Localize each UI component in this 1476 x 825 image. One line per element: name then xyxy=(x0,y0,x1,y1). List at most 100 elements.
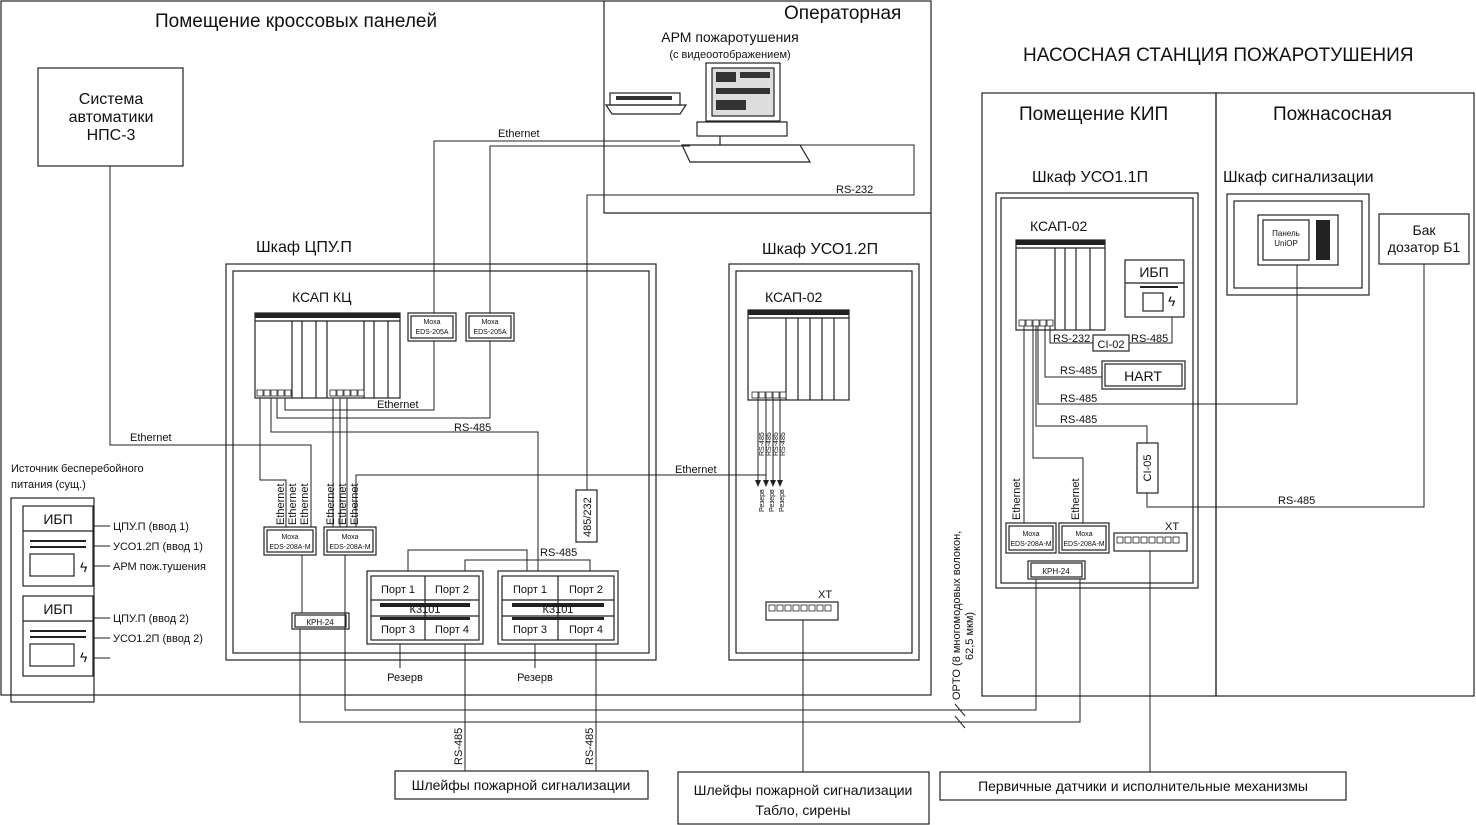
cabinet-uso12-title: Шкаф УСО1.2П xyxy=(762,241,878,258)
ups-title-line2: питания (сущ.) xyxy=(11,479,86,491)
k3101-b-port4: Порт 4 xyxy=(569,624,603,636)
rs485-uso12-3: RS-485 xyxy=(773,432,780,456)
krn24-uso11-label: КРН-24 xyxy=(1042,567,1070,576)
ethernet-uso11-1: Ethernet xyxy=(1011,478,1023,520)
moxa-208-b-brand: Moxa xyxy=(341,534,358,541)
tank-line2: дозатор Б1 xyxy=(1388,239,1461,255)
rs485-main-label: RS-485 xyxy=(454,422,491,434)
moxa-208-d xyxy=(1058,522,1110,554)
moxa-208-a-brand: Moxa xyxy=(281,534,298,541)
moxa-205-b-brand: Moxa xyxy=(481,319,498,326)
ibp-bolt-icon: ϟ xyxy=(1168,293,1176,309)
opto-label-2: 62,5 мкм) xyxy=(964,612,976,660)
cabinet-uso12 xyxy=(728,263,920,661)
moxa-205-a xyxy=(407,312,457,342)
tank-line1: Бак xyxy=(1412,222,1436,238)
rs485-down-b: RS-485 xyxy=(584,728,596,765)
moxa-208-c-model: EDS-208A-M xyxy=(1010,541,1051,548)
moxa-205-a-model: EDS-205A xyxy=(415,329,448,336)
arm-workstation-icon xyxy=(604,62,812,163)
k3101-a-port2: Порт 2 xyxy=(435,584,469,596)
uniop-line1: Панель xyxy=(1272,229,1300,238)
ethernet-vert-4: Ethernet xyxy=(325,483,337,525)
automation-line3: НПС-3 xyxy=(87,127,136,144)
moxa-205-a-brand: Moxa xyxy=(423,319,440,326)
automation-line2: автоматики xyxy=(69,109,154,126)
ethernet-vert-3: Ethernet xyxy=(299,483,311,525)
ups-2 xyxy=(22,595,94,677)
cabinet-uso11-title: Шкаф УСО1.1П xyxy=(1032,169,1148,186)
moxa-205-b xyxy=(465,312,515,342)
cabinet-uso11 xyxy=(995,192,1199,589)
ibp-uso11 xyxy=(1124,259,1185,318)
arm-subtitle: (с видеоотображением) xyxy=(669,49,790,61)
krn24-cpu xyxy=(291,612,350,630)
ups-feed1-1: УСО1.2П (ввод 1) xyxy=(113,541,203,553)
rs485-uso12-4: RS-485 xyxy=(780,432,787,456)
ups-feed2-0: ЦПУ.П (ввод 2) xyxy=(113,613,189,625)
ups-feed1-0: ЦПУ.П (ввод 1) xyxy=(113,521,189,533)
room-operator xyxy=(603,1,931,214)
opto-label-1: OPTO (8 многомодовых волокон, xyxy=(951,531,963,700)
primary-sensors-label: Первичные датчики и исполнительные механ… xyxy=(978,778,1308,794)
ethernet-uso12-label: Ethernet xyxy=(675,464,717,476)
uniop-line2: UniOP xyxy=(1274,239,1298,248)
ups-feed2-1: УСО1.2П (ввод 2) xyxy=(113,633,203,645)
cabinet-cpu xyxy=(225,263,657,661)
ksap02-uso11-label: КСАП-02 xyxy=(1030,218,1087,234)
ethernet-vert-6: Ethernet xyxy=(349,483,361,525)
k3101-b-port2: Порт 2 xyxy=(569,584,603,596)
xt-uso12-label: ХТ xyxy=(818,589,832,601)
ups-1-label: ИБП xyxy=(43,511,72,527)
rs485-uso12-2: RS-485 xyxy=(766,432,773,456)
reserve-uso12-1: Резерв xyxy=(759,489,766,512)
pump-station-title: НАСОСНАЯ СТАНЦИЯ ПОЖАРОТУШЕНИЯ xyxy=(1023,45,1413,66)
room-pump xyxy=(1215,92,1475,697)
rs485-ci02-label: RS-485 xyxy=(1131,333,1168,345)
ethernet-vert-5: Ethernet xyxy=(337,483,349,525)
fire-loops-label: Шлейфы пожарной сигнализации xyxy=(412,777,631,793)
reserve-a-label: Резерв xyxy=(387,672,423,684)
room-kip-title: Помещение КИП xyxy=(1019,104,1168,125)
k3101-b xyxy=(497,570,619,645)
moxa-208-d-model: EDS-208A-M xyxy=(1063,541,1104,548)
ups-2-label: ИБП xyxy=(43,601,72,617)
moxa-208-d-brand: Moxa xyxy=(1075,531,1092,538)
k3101-b-port3: Порт 3 xyxy=(513,624,547,636)
automation-line1: Система xyxy=(79,91,144,108)
k3101-a xyxy=(366,570,484,645)
fire-loops-tablo-line2: Табло, сирены xyxy=(755,802,850,818)
rs485-232-label: 485/232 xyxy=(582,497,594,537)
ethernet-vert-1: Ethernet xyxy=(275,483,287,525)
moxa-208-b xyxy=(323,526,377,556)
rs485-uso12-1: RS-485 xyxy=(759,432,766,456)
rs485-hart-label: RS-485 xyxy=(1060,365,1097,377)
krn24-uso11 xyxy=(1027,560,1086,580)
ups-group xyxy=(10,497,95,703)
k3101-a-label: К3101 xyxy=(410,604,441,616)
rs485-down-a: RS-485 xyxy=(453,728,465,765)
moxa-208-a xyxy=(263,526,317,556)
hart-label: HART xyxy=(1124,368,1162,384)
ethernet-automation-label: Ethernet xyxy=(130,432,172,444)
rs232-arm-label: RS-232 xyxy=(836,184,873,196)
primary-sensors-box xyxy=(939,771,1347,801)
rs232-uso11-label: RS-232 xyxy=(1053,333,1090,345)
reserve-uso12-3: Резерв xyxy=(779,489,786,512)
k3101-a-port4: Порт 4 xyxy=(435,624,469,636)
xt-uso11-label: ХТ xyxy=(1165,521,1179,533)
k3101-a-port3: Порт 3 xyxy=(381,624,415,636)
ksap-kc-label: КСАП КЦ xyxy=(292,289,352,305)
rs485-signal-label: RS-485 xyxy=(1060,393,1097,405)
arm-title: АРМ пожаротушения xyxy=(661,29,798,45)
uniop-panel xyxy=(1257,214,1339,266)
xt-uso12 xyxy=(765,601,839,621)
ethernet-ksap-label: Ethernet xyxy=(377,399,419,411)
ksap02-uso12-label: КСАП-02 xyxy=(765,289,822,305)
moxa-208-c-brand: Moxa xyxy=(1022,531,1039,538)
ibp-uso11-label: ИБП xyxy=(1139,264,1168,280)
hart-box xyxy=(1101,360,1186,390)
reserve-b-label: Резерв xyxy=(517,672,553,684)
ci02-label: CI-02 xyxy=(1098,339,1125,351)
